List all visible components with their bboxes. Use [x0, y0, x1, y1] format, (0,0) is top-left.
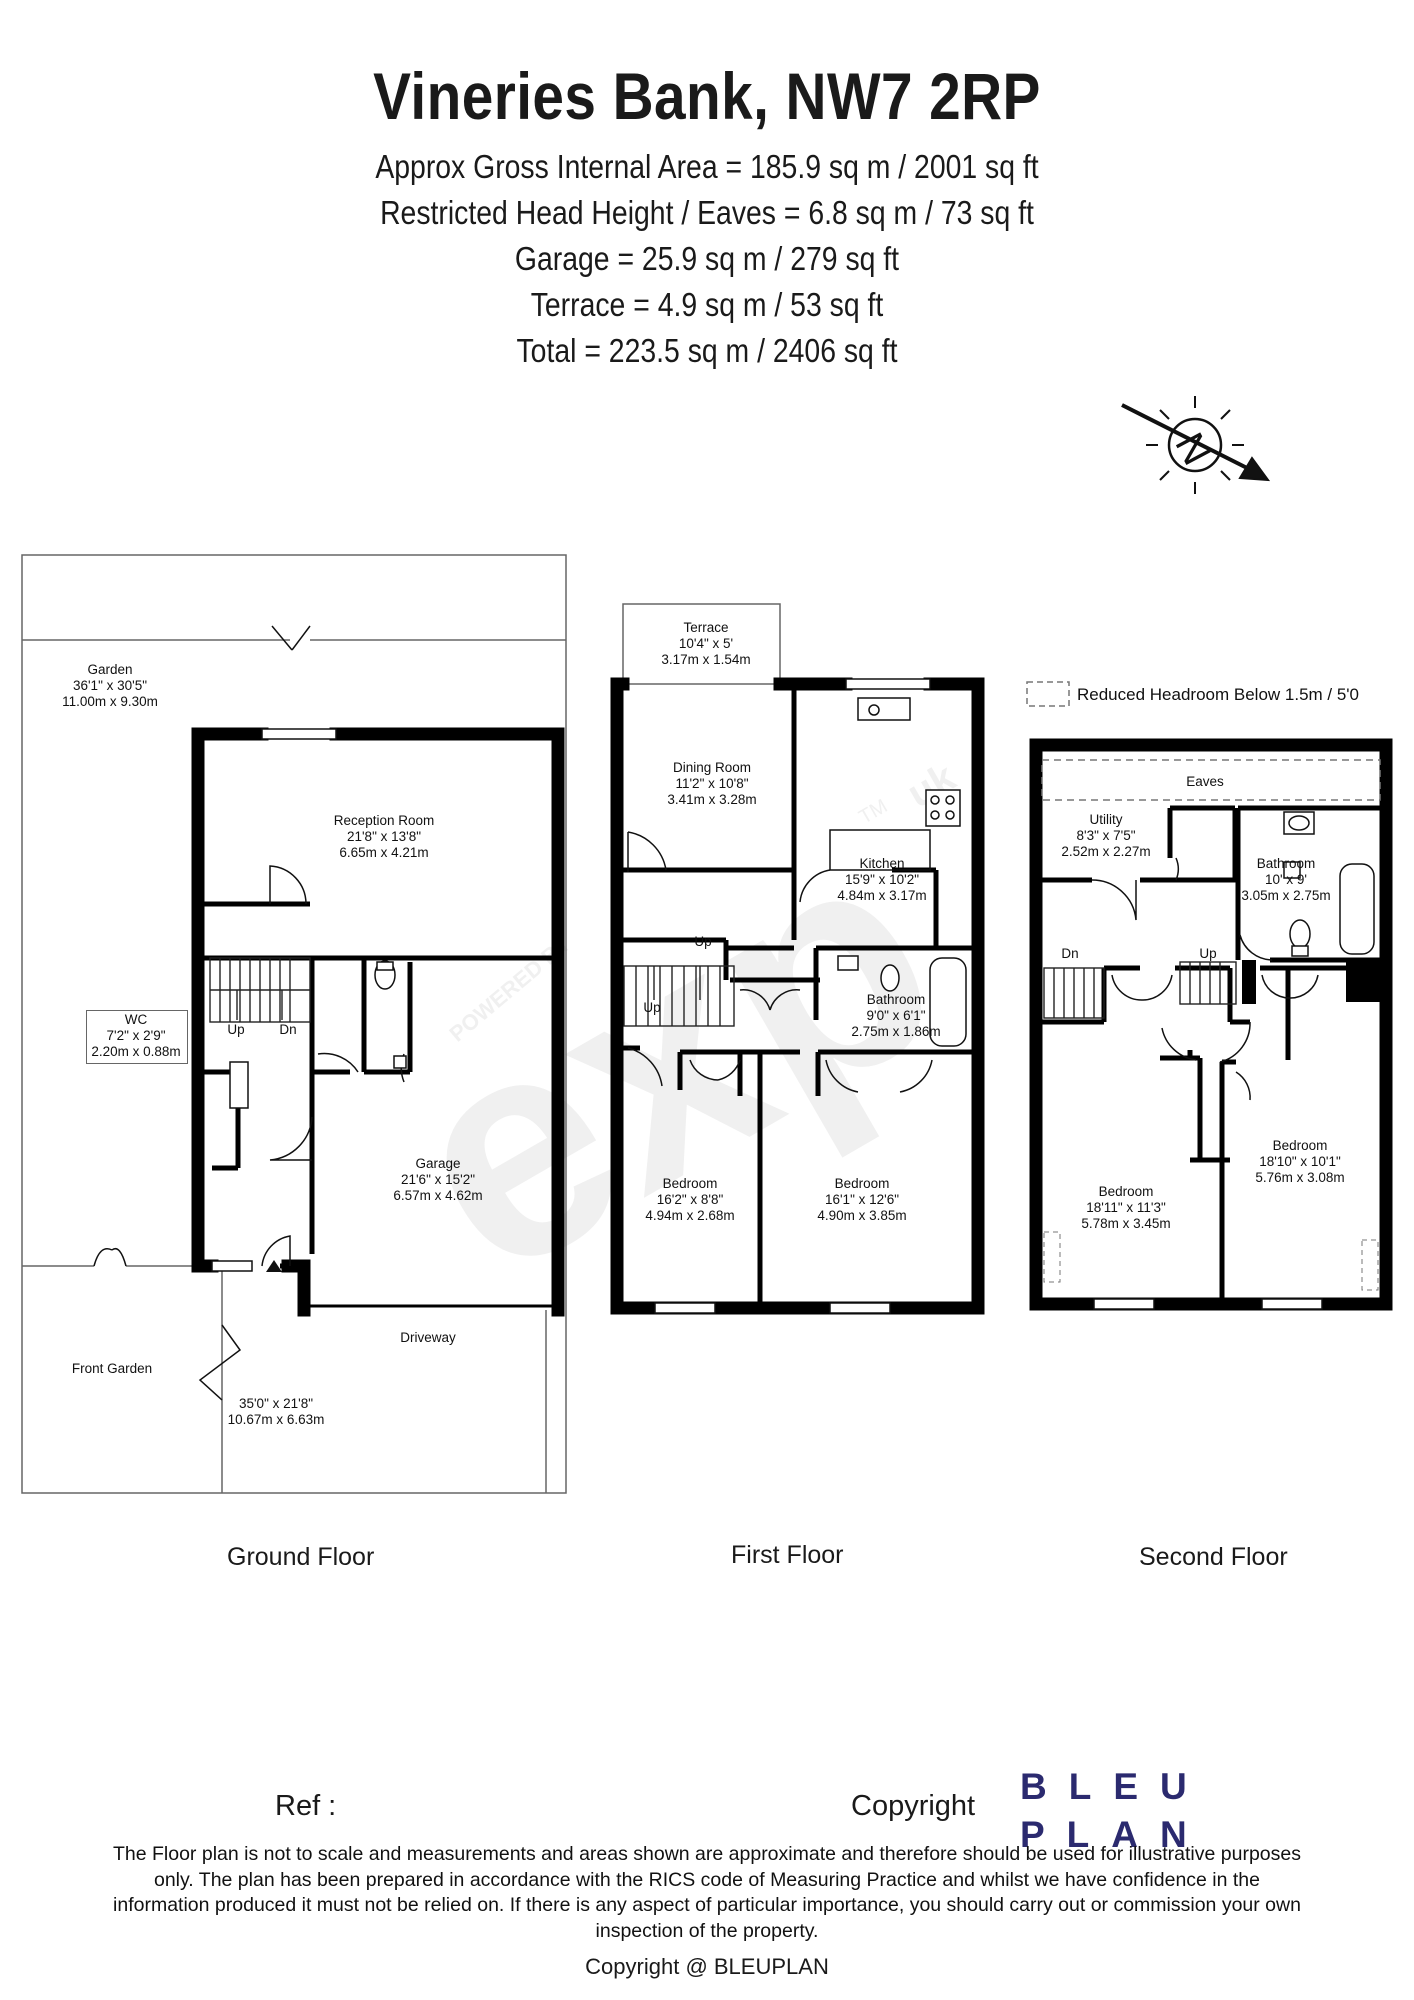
utility-name: Utility [1090, 812, 1123, 827]
first-stair-up-upper: Up [694, 934, 711, 949]
ground-stair-up: Up [227, 1022, 244, 1037]
bedroom2-imperial: 16'1" x 12'6" [825, 1192, 899, 1207]
kitchen-metric: 4.84m x 3.17m [837, 888, 926, 903]
front-garden-imperial: 35'0" x 21'8" [239, 1396, 313, 1411]
ref-label: Ref : [275, 1790, 337, 1822]
bedroom1-metric: 4.94m x 2.68m [645, 1208, 734, 1223]
bathroom2-imperial: 10' x 9' [1265, 872, 1307, 887]
front-garden-name: Front Garden [72, 1361, 152, 1376]
bedroom4-name: Bedroom [1273, 1138, 1328, 1153]
bedroom1-name: Bedroom [663, 1176, 718, 1191]
floor-label-ground: Ground Floor [227, 1543, 375, 1571]
garage-metric: 6.57m x 4.62m [393, 1188, 482, 1203]
garden-imperial: 36'1" x 30'5" [73, 678, 147, 693]
area-garage: Garage = 25.9 sq m / 279 sq ft [514, 240, 900, 277]
page-title: Vineries Bank, NW7 2RP [373, 59, 1041, 133]
legend-label: Reduced Headroom Below 1.5m / 5'0 [1077, 685, 1359, 704]
bedroom4-imperial: 18'10" x 10'1" [1259, 1154, 1341, 1169]
bedroom3-metric: 5.78m x 3.45m [1081, 1216, 1170, 1231]
bedroom2-metric: 4.90m x 3.85m [817, 1208, 906, 1223]
wc-label-box [86, 1010, 188, 1064]
first-floor-plan [610, 603, 985, 1315]
reception-imperial: 21'8" x 13'8" [347, 829, 421, 844]
garage-name: Garage [415, 1156, 460, 1171]
second-floor-plan [1029, 738, 1393, 1311]
ground-stair-down: Dn [279, 1022, 296, 1037]
floor-label-first: First Floor [731, 1541, 844, 1569]
compass-icon: N [1121, 396, 1271, 494]
watermark-tm: TM [855, 795, 891, 828]
bathroom1-imperial: 9'0" x 6'1" [866, 1008, 925, 1023]
garage-imperial: 21'6" x 15'2" [401, 1172, 475, 1187]
bleuplan-logo: BLEU PLAN [1020, 1763, 1209, 1859]
garden-name: Garden [87, 662, 132, 677]
bathroom1-metric: 2.75m x 1.86m [851, 1024, 940, 1039]
bedroom3-imperial: 18'11" x 11'3" [1086, 1200, 1166, 1215]
logo-line-2: PLAN [1020, 1814, 1209, 1855]
driveway-name: Driveway [400, 1330, 456, 1345]
disclaimer-text: The Floor plan is not to scale and measu… [112, 1843, 1301, 1942]
kitchen-name: Kitchen [859, 856, 904, 871]
terrace-metric: 3.17m x 1.54m [661, 652, 750, 667]
second-stair-up: Up [1199, 946, 1216, 961]
area-terrace: Terrace = 4.9 sq m / 53 sq ft [530, 286, 884, 323]
kitchen-imperial: 15'9" x 10'2" [845, 872, 919, 887]
dining-metric: 3.41m x 3.28m [667, 792, 756, 807]
second-stair-down: Dn [1061, 946, 1078, 961]
copyright-label: Copyright [851, 1790, 976, 1822]
legend-reduced-headroom: Reduced Headroom Below 1.5m / 5'0 [1026, 681, 1359, 707]
area-restricted-head-height: Restricted Head Height / Eaves = 6.8 sq … [380, 194, 1034, 231]
bathroom1-name: Bathroom [867, 992, 926, 1007]
bedroom2-name: Bedroom [835, 1176, 890, 1191]
terrace-name: Terrace [683, 620, 728, 635]
dining-name: Dining Room [673, 760, 751, 775]
utility-imperial: 8'3" x 7'5" [1076, 828, 1135, 843]
garden-metric: 11.00m x 9.30m [62, 694, 158, 709]
floor-label-second: Second Floor [1139, 1543, 1288, 1571]
wc-name: WC [125, 1012, 148, 1027]
footer-copyright: Copyright @ BLEUPLAN [585, 1954, 829, 1979]
room-labels: Garden 36'1" x 30'5" 11.00m x 9.30m Rece… [62, 620, 1345, 1427]
wc-metric: 2.20m x 0.88m [91, 1044, 180, 1059]
area-total: Total = 223.5 sq m / 2406 sq ft [516, 332, 898, 369]
terrace-imperial: 10'4" x 5' [679, 636, 733, 651]
bathroom2-name: Bathroom [1257, 856, 1316, 871]
utility-metric: 2.52m x 2.27m [1061, 844, 1150, 859]
reception-name: Reception Room [334, 813, 435, 828]
bedroom3-name: Bedroom [1099, 1184, 1154, 1199]
bathroom2-metric: 3.05m x 2.75m [1241, 888, 1330, 903]
eaves-name: Eaves [1186, 774, 1224, 789]
reception-metric: 6.65m x 4.21m [339, 845, 428, 860]
area-gross-internal: Approx Gross Internal Area = 185.9 sq m … [375, 148, 1039, 185]
dining-imperial: 11'2" x 10'8" [675, 776, 748, 791]
ground-floor-plan [21, 554, 567, 1494]
front-garden-metric: 10.67m x 6.63m [228, 1412, 325, 1427]
bedroom1-imperial: 16'2" x 8'8" [657, 1192, 724, 1207]
watermark: exp POWERED BY TM uk [352, 755, 989, 1344]
logo-line-1: BLEU [1020, 1766, 1209, 1807]
first-stair-up-lower: Up [643, 1000, 660, 1015]
wc-imperial: 7'2" x 2'9" [106, 1028, 165, 1043]
bedroom4-metric: 5.76m x 3.08m [1255, 1170, 1344, 1185]
